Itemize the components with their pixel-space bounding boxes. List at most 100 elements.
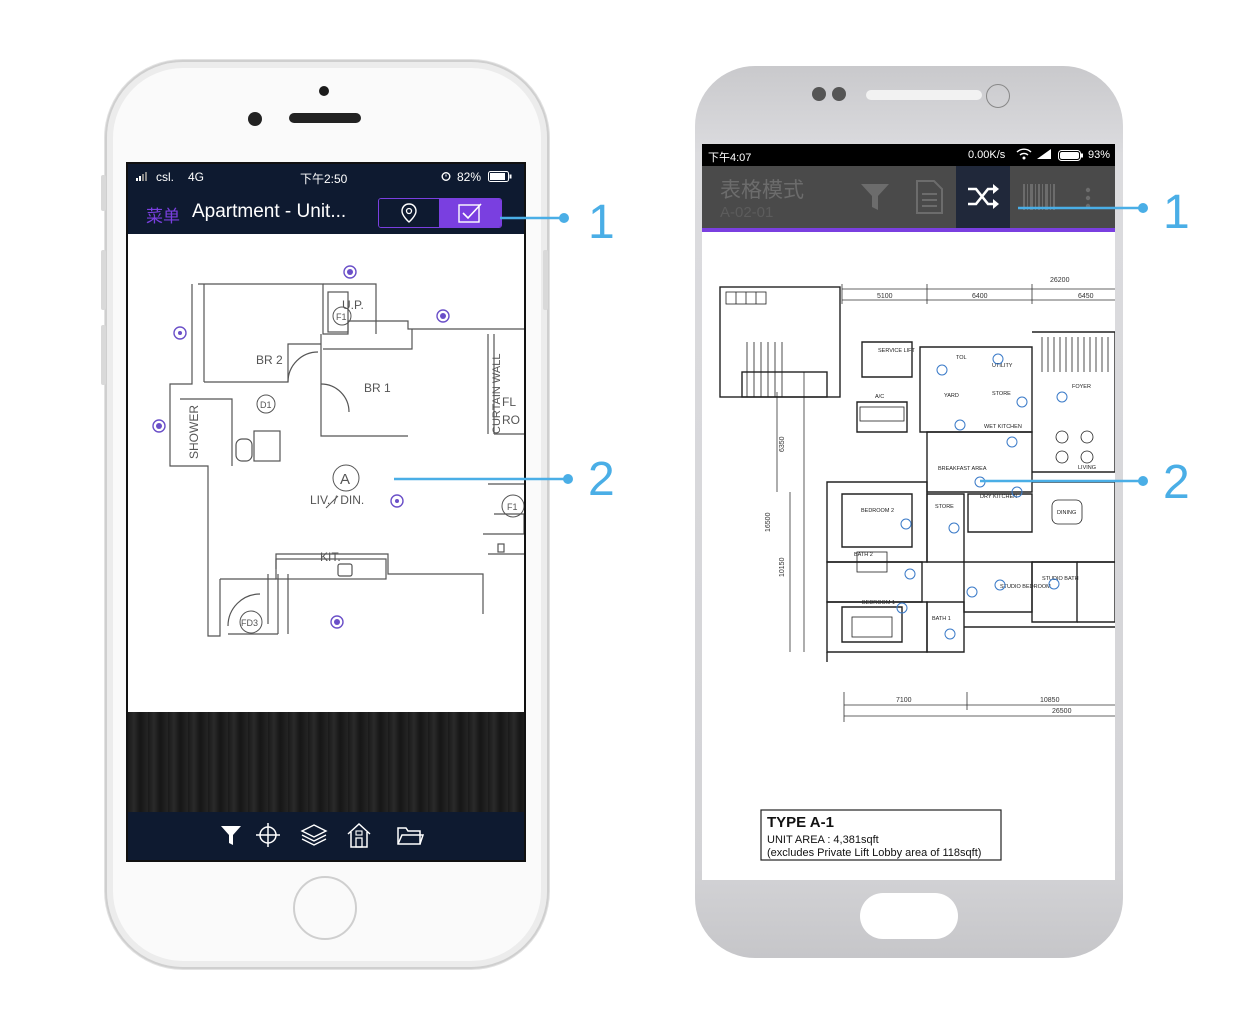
iphone-camera bbox=[248, 112, 262, 126]
room-label: STORE bbox=[935, 504, 954, 510]
checklist-mode-button[interactable] bbox=[439, 199, 501, 227]
iphone-volume-button bbox=[101, 250, 106, 310]
marker-icon[interactable] bbox=[1048, 578, 1060, 590]
marker-icon[interactable] bbox=[904, 568, 916, 580]
dim-label: 5100 bbox=[877, 293, 893, 300]
marker-icon[interactable] bbox=[343, 265, 357, 279]
android-screen: 下午4:07 0.00K/s 93% 表格模式 A-02-01 bbox=[702, 144, 1115, 880]
battery-percent: 93% bbox=[1088, 149, 1111, 161]
room-label: SERVICE LIFT bbox=[878, 348, 916, 354]
barcode-icon[interactable] bbox=[1022, 182, 1062, 212]
wood-background bbox=[128, 712, 524, 812]
inspection-markers bbox=[896, 353, 1068, 640]
plan-label-fl: FL bbox=[502, 395, 516, 409]
marker-icon[interactable] bbox=[436, 309, 450, 323]
room-label: BEDROOM 2 bbox=[861, 508, 894, 514]
battery-percent: 82% bbox=[457, 170, 482, 184]
dim-label: 7100 bbox=[896, 697, 912, 704]
room-label: BEDROOM 1 bbox=[862, 600, 895, 606]
iphone-home-button[interactable] bbox=[293, 876, 357, 940]
marker-icon[interactable] bbox=[900, 518, 912, 530]
marker-icon[interactable] bbox=[966, 586, 978, 598]
dim-label: 10850 bbox=[1040, 697, 1060, 704]
type-area: UNIT AREA : 4,381sqft bbox=[767, 834, 879, 846]
room-label: UTILITY bbox=[992, 363, 1013, 369]
marker-icon[interactable] bbox=[152, 419, 166, 433]
page-title: Apartment - Unit... bbox=[192, 201, 347, 222]
plan-label-fd3: FD3 bbox=[241, 618, 258, 628]
home-icon[interactable] bbox=[346, 821, 372, 849]
plan-label-br1: BR 1 bbox=[364, 381, 391, 395]
type-info-box bbox=[760, 809, 1002, 861]
marker-icon[interactable] bbox=[390, 494, 404, 508]
room-label: WET KITCHEN bbox=[984, 424, 1022, 430]
menu-button[interactable]: 菜单 bbox=[146, 207, 180, 226]
room-label: FOYER bbox=[1072, 384, 1091, 390]
dim-label: 16500 bbox=[765, 512, 772, 532]
filter-icon[interactable] bbox=[220, 824, 242, 846]
marker-icon[interactable] bbox=[936, 364, 948, 376]
room-label: STUDIO BATH bbox=[1042, 576, 1079, 582]
android-sensor bbox=[832, 87, 846, 101]
iphone-sensor bbox=[319, 86, 329, 96]
ios-status-bar: csl. 4G 下午2:50 82% bbox=[128, 164, 524, 190]
callout-number-1: 1 bbox=[1163, 186, 1190, 239]
network-label: 4G bbox=[188, 170, 205, 184]
filter-icon[interactable] bbox=[860, 182, 890, 212]
android-status-bar: 下午4:07 0.00K/s 93% bbox=[702, 144, 1115, 166]
signal-icon bbox=[1036, 148, 1052, 163]
dim-label: 6450 bbox=[1078, 293, 1094, 300]
marker-icon[interactable] bbox=[992, 353, 1004, 365]
room-label: STORE bbox=[992, 391, 1011, 397]
marker-icon[interactable] bbox=[944, 628, 956, 640]
android-speaker bbox=[866, 90, 982, 100]
marker-icon[interactable] bbox=[1056, 391, 1068, 403]
marker-icon[interactable] bbox=[1006, 436, 1018, 448]
marker-icon[interactable] bbox=[1016, 396, 1028, 408]
room-label: DRY KITCHEN bbox=[980, 494, 1017, 500]
iphone-volume-button bbox=[101, 325, 106, 385]
plan-label-curtain-wall: CURTAIN WALL bbox=[491, 354, 503, 434]
floor-plan-canvas[interactable]: U.P. F1 BR 2 BR 1 D1 A LIV. / DIN. F1 KI… bbox=[128, 234, 524, 714]
marker-icon[interactable] bbox=[954, 419, 966, 431]
plan-label-kit: KIT. bbox=[320, 550, 341, 564]
toolbar-subtitle: A-02-01 bbox=[720, 204, 774, 221]
plan-label-ro: RO bbox=[502, 413, 520, 427]
status-time: 下午2:50 bbox=[300, 172, 348, 186]
callout-dot bbox=[563, 474, 573, 484]
network-speed: 0.00K/s bbox=[968, 149, 1006, 161]
folder-icon[interactable] bbox=[396, 824, 424, 846]
marker-icon[interactable] bbox=[948, 522, 960, 534]
toolbar-title: 表格模式 bbox=[720, 179, 804, 202]
android-camera bbox=[986, 84, 1010, 108]
map-pin-mode-button[interactable] bbox=[379, 199, 439, 227]
floor-plan-canvas[interactable]: 26200 5100 6400 6450 6350 16500 10150 71… bbox=[702, 232, 1115, 880]
marker-icon[interactable] bbox=[896, 602, 908, 614]
plan-label-br2: BR 2 bbox=[256, 353, 283, 367]
plan-label-f1: F1 bbox=[336, 312, 347, 322]
dim-label: 26200 bbox=[1050, 277, 1070, 284]
view-mode-toggle bbox=[378, 198, 502, 228]
carrier-label: csl. bbox=[156, 170, 174, 184]
callout-dot bbox=[1138, 203, 1148, 213]
type-title: TYPE A-1 bbox=[767, 814, 834, 831]
battery-icon bbox=[488, 171, 512, 185]
room-label: TOL bbox=[956, 355, 967, 361]
room-label: DINING bbox=[1057, 510, 1076, 516]
plan-label-shower: SHOWER bbox=[187, 405, 201, 459]
marker-icon[interactable] bbox=[1011, 486, 1023, 498]
document-icon[interactable] bbox=[914, 180, 944, 214]
marker-icon[interactable] bbox=[994, 579, 1006, 591]
signal-icon bbox=[136, 170, 150, 184]
toolbar-accent-line bbox=[702, 228, 1115, 232]
floor-plan-drawing: 26200 5100 6400 6450 6350 16500 10150 71… bbox=[719, 277, 1115, 861]
marker-icon[interactable] bbox=[173, 326, 187, 340]
shuffle-mode-button[interactable] bbox=[956, 166, 1010, 228]
room-label: LIVING bbox=[1078, 465, 1096, 471]
layers-icon[interactable] bbox=[300, 822, 328, 848]
android-home-button[interactable] bbox=[860, 893, 958, 939]
marker-icon[interactable] bbox=[330, 615, 344, 629]
android-toolbar: 表格模式 A-02-01 bbox=[702, 166, 1115, 228]
crosshair-icon[interactable] bbox=[256, 823, 280, 847]
